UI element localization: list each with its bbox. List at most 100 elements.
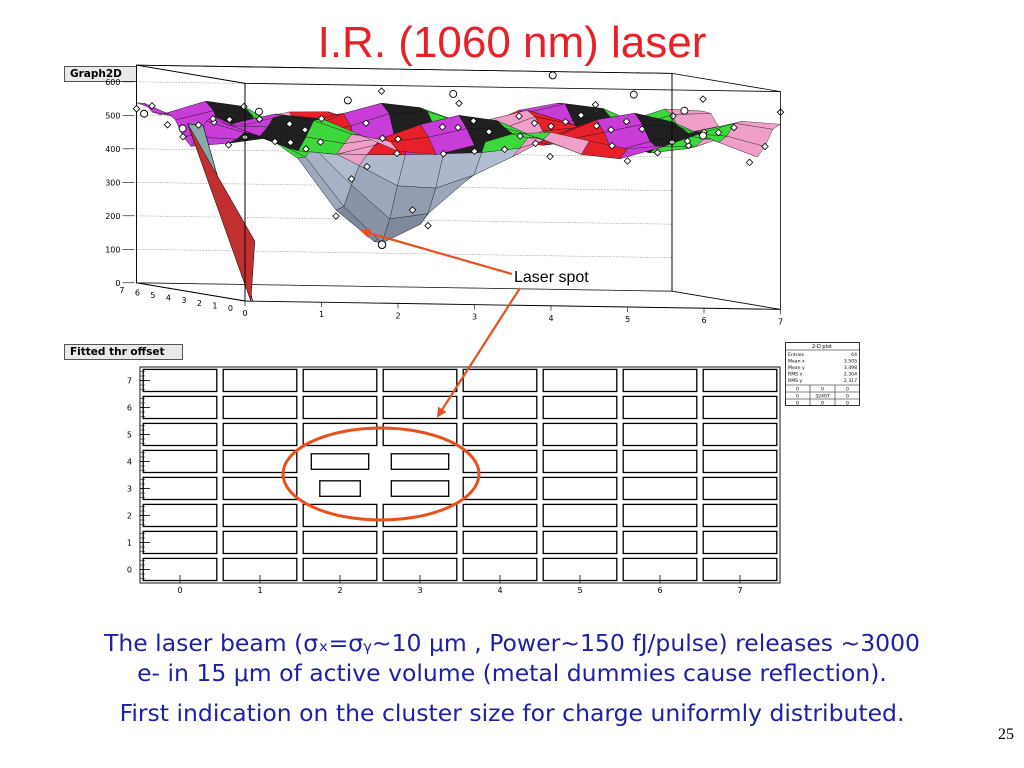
data-marker xyxy=(470,147,479,156)
fitted-thr-offset-canvas-label: Fitted thr offset xyxy=(64,344,183,360)
stats-grid-cell: 0 xyxy=(821,401,824,407)
data-marker xyxy=(286,138,295,147)
data-marker xyxy=(225,115,234,124)
surface-top-edge xyxy=(136,64,781,310)
data-marker xyxy=(347,175,356,183)
caption-line-2: First indication on the cluster size for… xyxy=(119,699,905,727)
page-number: 25 xyxy=(998,726,1014,743)
pixel-cell xyxy=(542,449,618,474)
y-tick-label: 2 xyxy=(127,512,132,521)
stats-row-value: 64 xyxy=(851,352,857,358)
data-marker xyxy=(638,125,646,133)
data-marker xyxy=(608,141,616,150)
data-marker xyxy=(316,138,325,146)
pixel-cell xyxy=(302,395,378,420)
data-marker-circle xyxy=(548,71,557,80)
pixel-cell xyxy=(222,395,298,420)
pixel-cell xyxy=(702,476,778,501)
stats-row-value: 3.498 xyxy=(844,365,857,371)
x-tick-label: 3 xyxy=(417,586,422,595)
y-tick-label: 0 xyxy=(228,304,233,313)
data-marker-circle xyxy=(680,106,689,115)
stats-grid-cell: 0 xyxy=(846,401,849,407)
data-marker xyxy=(377,87,386,95)
data-marker-circle xyxy=(178,124,187,133)
y-tick-label: 1 xyxy=(127,539,132,548)
y-tick-label: 2 xyxy=(197,299,202,308)
y-tick-label: 5 xyxy=(150,291,155,300)
data-marker xyxy=(271,137,279,146)
data-marker xyxy=(714,128,723,137)
data-marker xyxy=(332,212,340,220)
data-marker xyxy=(623,157,632,165)
data-marker xyxy=(577,111,585,120)
data-marker xyxy=(240,102,248,111)
stats-row-label: RMS y xyxy=(788,378,803,384)
data-marker xyxy=(515,112,523,120)
pixel-cell xyxy=(622,503,698,528)
data-marker xyxy=(546,152,554,161)
z-tick-label: 400 xyxy=(105,145,120,154)
stats-grid-cell: 0 xyxy=(796,394,799,400)
pixel-cell xyxy=(542,476,618,501)
data-marker xyxy=(255,115,264,123)
pixel-cell xyxy=(622,476,698,501)
data-marker xyxy=(699,95,707,103)
data-marker xyxy=(194,121,203,129)
y-tick-label: 3 xyxy=(127,485,132,494)
stats-grid-cell: 0 xyxy=(796,401,799,407)
y-tick-label: 4 xyxy=(127,458,132,467)
data-marker xyxy=(516,132,524,140)
stats-grid-cell: 0 xyxy=(846,394,849,400)
data-marker xyxy=(408,206,417,214)
data-marker xyxy=(317,114,326,123)
z-tick-label: 0 xyxy=(115,279,120,288)
caption-line-1b: e- in 15 μm of active volume (metal dumm… xyxy=(137,659,887,687)
data-marker xyxy=(730,123,738,132)
pixel-cell xyxy=(382,530,458,555)
data-marker xyxy=(745,158,754,167)
data-marker xyxy=(591,100,600,109)
caption-line-1a: The laser beam (σₓ=σᵧ~10 μm , Power~150 … xyxy=(104,629,920,657)
x-tick-label: 2 xyxy=(395,311,400,320)
pixel-cell xyxy=(542,530,618,555)
stats-grid-cell: 0 xyxy=(796,387,799,393)
data-marker xyxy=(285,120,294,128)
x-tick-label: 0 xyxy=(177,586,182,595)
stats-row-label: RMS x xyxy=(788,372,803,378)
z-gridline xyxy=(136,282,673,292)
laser-spot-label: Laser spot xyxy=(512,268,591,288)
pixel-cell xyxy=(302,368,378,393)
data-marker xyxy=(394,135,402,143)
z-tick-label: 300 xyxy=(105,178,120,187)
data-marker xyxy=(561,118,570,126)
data-marker xyxy=(500,145,509,154)
surface-patch xyxy=(734,121,782,130)
data-marker xyxy=(378,134,387,142)
stats-row-label: Entries xyxy=(788,352,805,358)
data-marker xyxy=(455,99,463,108)
stats-grid-cell: 0 xyxy=(846,387,849,393)
z-tick-label: 600 xyxy=(105,78,120,87)
pixel-cell xyxy=(622,395,698,420)
data-marker xyxy=(761,142,769,151)
y-tick-label: 0 xyxy=(127,566,132,575)
data-marker-circle xyxy=(255,107,263,116)
stats-row-label: Mean y xyxy=(788,365,805,371)
x-tick-label: 1 xyxy=(257,586,262,595)
dip-marker xyxy=(377,240,387,249)
z-tick-label: 500 xyxy=(105,111,120,120)
stats-title: 2-D plot xyxy=(812,344,832,350)
x-tick-label: 2 xyxy=(337,586,342,595)
data-marker xyxy=(547,122,555,131)
y-tick-label: 7 xyxy=(127,377,132,386)
x-tick-label: 4 xyxy=(548,314,553,323)
data-marker-circle xyxy=(629,90,638,99)
data-marker xyxy=(424,221,432,230)
data-marker xyxy=(362,119,370,127)
y-tick-label: 1 xyxy=(212,301,217,310)
data-marker xyxy=(363,162,371,171)
pixel-cell xyxy=(302,530,378,555)
y-tick-label: 3 xyxy=(181,296,186,305)
